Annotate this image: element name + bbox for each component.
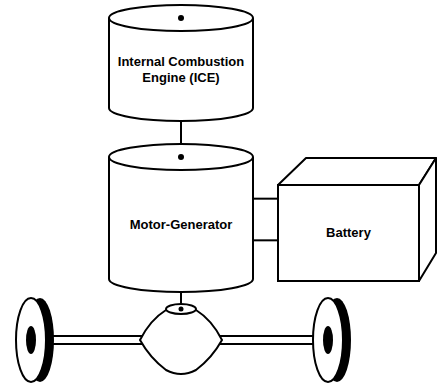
battery-box: Battery — [277, 157, 437, 282]
connector-line — [254, 198, 277, 200]
cylinder-top — [109, 5, 253, 31]
engine-cylinder: Internal Combustion Engine (ICE) — [108, 4, 254, 122]
box-outline — [277, 157, 437, 282]
cylinder-body — [109, 18, 253, 121]
shaft-dot — [178, 15, 184, 21]
shaft-dot — [178, 154, 184, 160]
shaft-dot — [179, 307, 184, 312]
node-label: Battery — [326, 225, 371, 241]
box-side — [419, 158, 436, 281]
cylinder-body — [109, 157, 253, 292]
node-label: Motor-Generator — [130, 217, 233, 233]
cylinder-top — [109, 144, 253, 170]
box-top — [278, 158, 436, 185]
wheel-face — [16, 298, 46, 382]
wheel-hub — [26, 326, 36, 354]
differential-housing — [140, 310, 222, 374]
wheel-face — [313, 298, 343, 382]
motor-generator-cylinder: Motor-Generator — [108, 143, 254, 293]
connector-line — [254, 239, 277, 241]
wheel-hub — [323, 326, 333, 354]
differential-input — [166, 304, 196, 314]
connector-line — [180, 122, 182, 143]
box-front — [278, 185, 419, 281]
node-label: Internal Combustion Engine (ICE) — [112, 54, 250, 86]
